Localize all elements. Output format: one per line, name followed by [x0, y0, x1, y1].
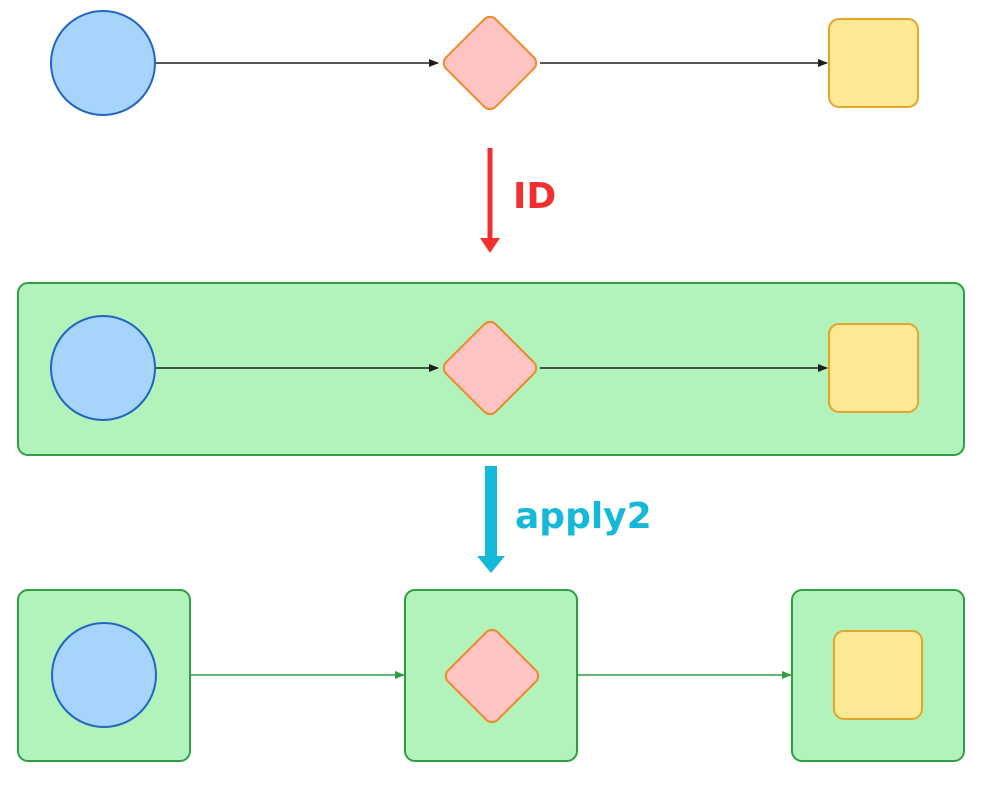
apply-label: apply2	[515, 496, 652, 537]
diamond-node	[442, 15, 538, 111]
id-label: ID	[513, 176, 556, 217]
id-transform: ID	[480, 148, 556, 253]
apply-arrow-head	[477, 556, 505, 573]
id-arrow-head	[480, 238, 500, 253]
apply-transform: apply2	[477, 466, 652, 573]
row-3	[17, 589, 965, 762]
diamond-node	[444, 628, 540, 724]
square-node	[828, 323, 919, 413]
circle-node	[50, 10, 156, 116]
diamond-node	[442, 320, 538, 416]
square-node	[828, 18, 919, 108]
row-1	[50, 10, 919, 116]
row-2	[17, 282, 965, 456]
circle-node	[51, 622, 157, 728]
square-node	[833, 630, 923, 720]
apply-arrow-shaft	[485, 466, 497, 558]
circle-node	[50, 315, 156, 421]
